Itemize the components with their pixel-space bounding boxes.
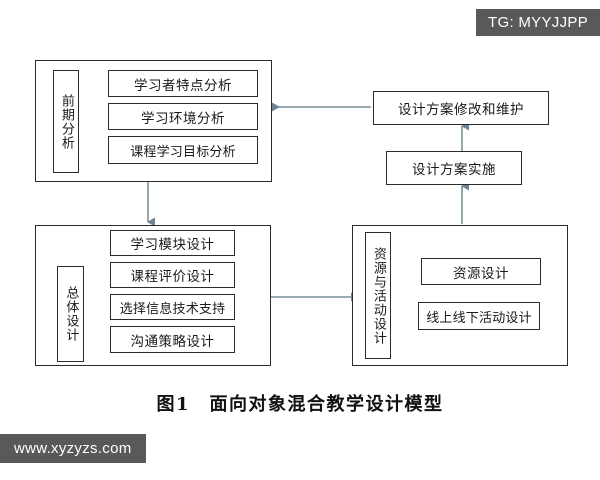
watermark-bottom-left: www.xyzyzs.com (0, 434, 146, 463)
item-course-evaluation-design[interactable]: 课程评价设计 (110, 262, 235, 288)
item-learning-module-design[interactable]: 学习模块设计 (110, 230, 235, 256)
box-label: 设计方案实施 (412, 162, 496, 178)
item-label: 线上线下活动设计 (426, 310, 532, 326)
item-label: 沟通策略设计 (130, 333, 215, 350)
item-label: 选择信息技术支持 (119, 301, 226, 317)
item-label: 学习模块设计 (130, 237, 215, 253)
group-label-text: 总体设计 (63, 286, 79, 342)
group-label-early-analysis: 前期分析 (53, 70, 79, 173)
item-label: 课程学习目标分析 (130, 144, 236, 160)
item-select-it-support[interactable]: 选择信息技术支持 (110, 294, 235, 320)
item-online-offline-activity-design[interactable]: 线上线下活动设计 (418, 302, 540, 330)
box-label: 设计方案修改和维护 (398, 102, 524, 118)
item-label: 课程评价设计 (130, 269, 215, 285)
item-label: 资源设计 (453, 265, 509, 282)
item-learner-characteristics-analysis[interactable]: 学习者特点分析 (108, 70, 258, 97)
item-resource-design[interactable]: 资源设计 (421, 258, 541, 285)
figure-caption: 图1 面向对象混合教学设计模型 (156, 394, 444, 415)
group-label-overall-design: 总体设计 (57, 266, 84, 362)
group-label-resource-and-activity-design: 资源与活动设计 (365, 232, 391, 359)
item-label: 学习环境分析 (141, 110, 225, 127)
group-label-text: 前期分析 (58, 93, 74, 150)
box-design-revision-and-maintenance[interactable]: 设计方案修改和维护 (373, 91, 549, 125)
item-communication-strategy-design[interactable]: 沟通策略设计 (110, 326, 235, 353)
item-course-learning-goal-analysis[interactable]: 课程学习目标分析 (108, 136, 258, 164)
group-label-text: 资源与活动设计 (370, 246, 386, 345)
box-design-implementation[interactable]: 设计方案实施 (386, 151, 522, 185)
item-learning-environment-analysis[interactable]: 学习环境分析 (108, 103, 258, 130)
item-label: 学习者特点分析 (134, 77, 232, 94)
watermark-top-right: TG: MYYJJPP (476, 9, 600, 36)
